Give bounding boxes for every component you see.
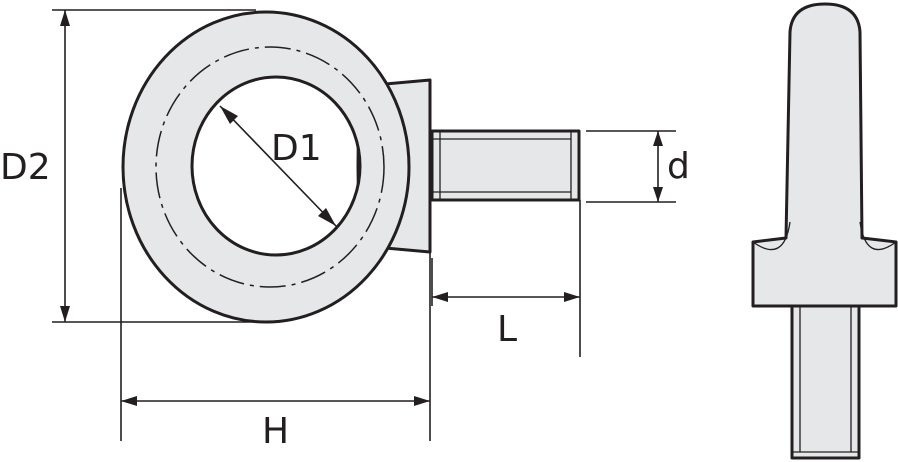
threaded-shank [430,129,581,202]
label-d: d [667,146,690,187]
dimension-h [120,188,431,441]
label-h: H [262,411,289,452]
dimension-d1 [219,105,337,227]
label-d1: D1 [271,128,322,169]
label-l: L [497,309,517,350]
eye-bolt-side-view [751,2,898,460]
eye-ring [121,10,411,324]
ring-centerline [155,46,385,288]
dimension-l [431,200,581,357]
side-threaded-shank [790,304,861,460]
eye-bolt-front-view [121,10,581,324]
side-fillet-lines [752,221,897,251]
dimension-d2 [52,9,256,323]
label-d2: D2 [0,147,51,188]
dimension-d [586,130,676,203]
side-collar-and-ring [751,2,898,308]
